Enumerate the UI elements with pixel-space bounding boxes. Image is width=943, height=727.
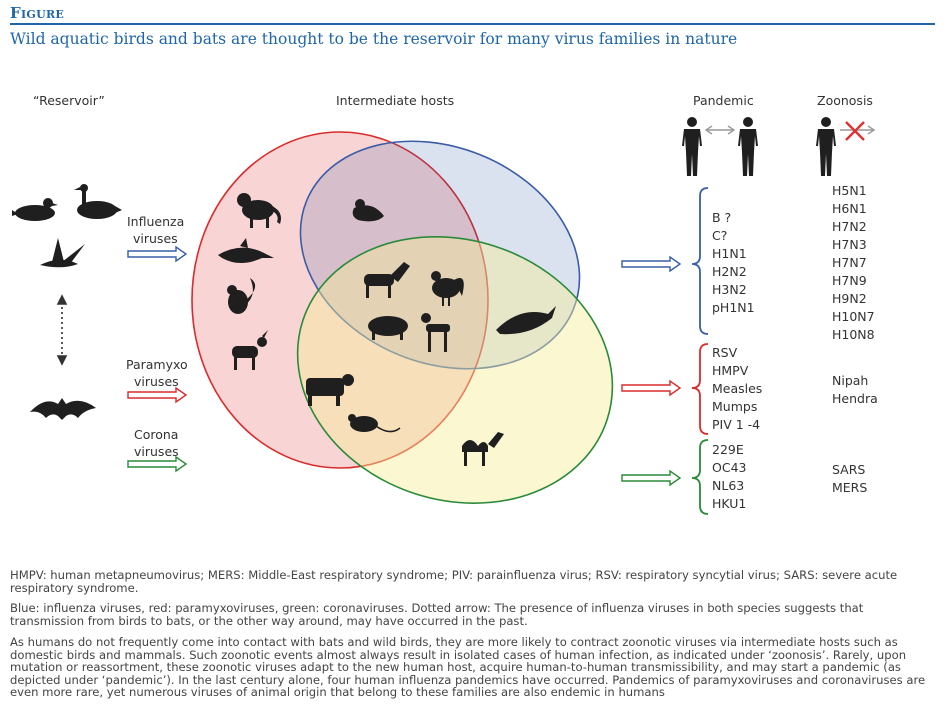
goat-icon [232,330,268,370]
list-item: H10N8 [832,327,875,342]
list-item: Hendra [832,391,878,406]
list-item: RSV [712,345,738,360]
list-item: HMPV [712,363,749,378]
list-item: Measles [712,381,763,396]
corona-zoonosis-list: SARS MERS [832,461,867,497]
influenza-arrow-icon [127,245,188,263]
corona-ellipse [296,236,614,504]
list-item: H9N2 [832,291,867,306]
squirrel-icon [227,278,256,314]
list-item: H6N1 [832,201,867,216]
corona-outcome-arrow-icon [621,469,682,487]
zoonosis-heading: Zoonosis [817,93,873,108]
list-item: H5N1 [832,183,867,198]
corona-label: Corona viruses [134,427,179,459]
footnote-colors: Blue: influenza viruses, red: paramyxovi… [10,601,864,628]
list-item: PIV 1 -4 [712,417,761,432]
list-item: H7N9 [832,273,867,288]
pig-icon [368,316,408,340]
footnote-explanation: As humans do not frequently come into co… [10,635,926,700]
reservoir-heading: “Reservoir” [33,93,105,108]
horse-icon [364,262,410,298]
list-item: H2N2 [712,264,747,279]
list-item: H10N7 [832,309,875,324]
intermediate-hosts-heading: Intermediate hosts [336,93,455,108]
list-item: H7N7 [832,255,867,270]
influenza-brace [691,187,709,335]
transmission-arrow-icon [704,125,736,135]
list-item: H3N2 [712,282,747,297]
goose-icon [74,184,122,219]
list-item: H7N3 [832,237,867,252]
corona-arrow-icon [127,455,188,473]
list-item: HKU1 [712,496,747,511]
list-item: H7N2 [832,219,867,234]
bird-bat-dotted-arrow [56,294,68,366]
gull-icon [40,238,85,268]
list-item: C? [712,228,728,243]
title-rule [10,23,935,25]
human-icon [682,117,702,176]
mouse-icon [348,414,401,433]
list-item: pH1N1 [712,300,755,315]
corona-brace [691,439,709,515]
influenza-pandemic-list: B ? C? H1N1 H2N2 H3N2 pH1N1 [712,209,755,317]
cow-icon [306,374,354,406]
seal-icon [352,199,384,222]
paramyxo-label: Paramyxo viruses [126,357,188,389]
paramyxo-zoonosis-list: Nipah Hendra [832,372,878,408]
footnote-abbreviations: HMPV: human metapneumovirus; MERS: Middl… [10,568,898,595]
list-item: MERS [832,480,868,495]
list-item: 229E [712,442,744,457]
human-icon [738,117,758,176]
pandemic-heading: Pandemic [693,93,754,108]
camel-icon [462,432,504,466]
figure-label: Figure [10,4,65,22]
list-item: NL63 [712,478,745,493]
influenza-label: Influenza viruses [127,214,185,246]
duck-icon [12,198,58,221]
monkey-icon [237,193,281,228]
list-item: Mumps [712,399,758,414]
cross-icon [845,121,865,141]
virus-reservoir-diagram [12,117,876,515]
bat-icon [30,398,96,420]
paramyxo-pandemic-list: RSV HMPV Measles Mumps PIV 1 -4 [712,344,762,434]
paramyxo-brace [691,343,709,435]
influenza-zoonosis-list: H5N1 H6N1 H7N2 H7N3 H7N7 H7N9 H9N2 H10N7… [832,182,875,344]
list-item: OC43 [712,460,747,475]
whale-icon [496,306,556,335]
list-item: Nipah [832,373,869,388]
rooster-icon [431,271,464,306]
list-item: SARS [832,462,866,477]
corona-pandemic-list: 229E OC43 NL63 HKU1 [712,441,746,513]
paramyxo-arrow-icon [127,386,188,404]
list-item: B ? [712,210,732,225]
influenza-ellipse [299,140,581,370]
list-item: H1N1 [712,246,747,261]
human-icon [816,117,836,176]
dolphin-icon [218,238,274,263]
paramyxo-outcome-arrow-icon [621,379,682,397]
influenza-outcome-arrow-icon [621,255,682,273]
figure-title: Wild aquatic birds and bats are thought … [10,30,738,48]
dog-icon [421,313,450,352]
